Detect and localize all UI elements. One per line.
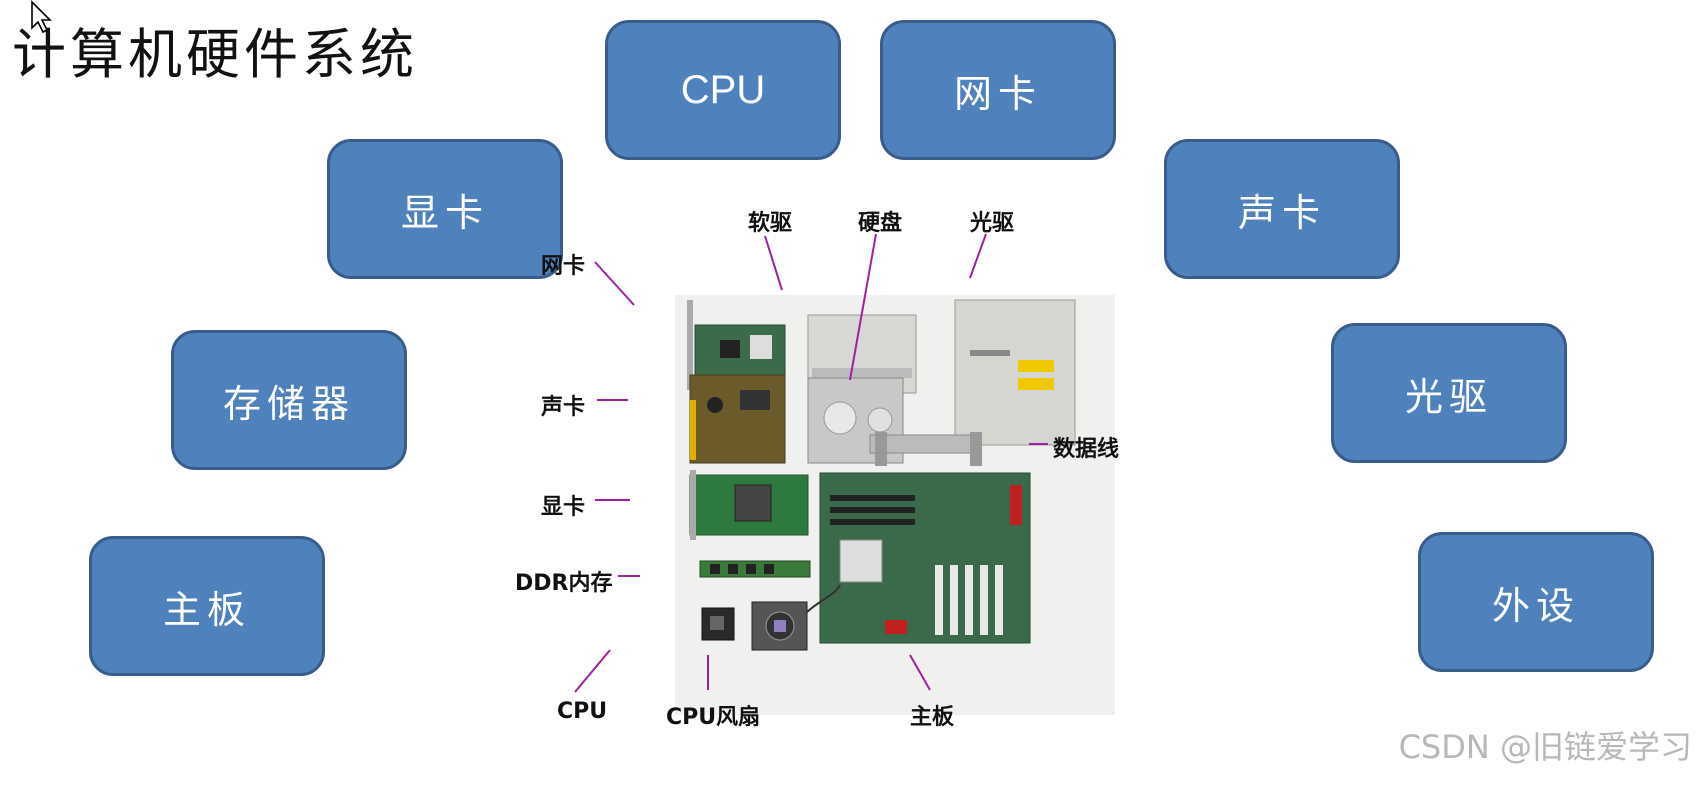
label-graphics-card: 显卡 xyxy=(541,495,586,520)
cpu-box: CPU xyxy=(605,20,841,160)
sound-card-box: 声卡 xyxy=(1164,139,1400,279)
motherboard-box: 主板 xyxy=(89,536,325,676)
label-hard-disk: 硬盘 xyxy=(858,211,903,236)
label-cpu-fan: CPU风扇 xyxy=(666,705,761,730)
label-optical-drive: 光驱 xyxy=(970,211,1015,236)
label-ddr-memory: DDR内存 xyxy=(515,571,613,596)
mouse-cursor-icon xyxy=(31,0,52,34)
graphics-card-box: 显卡 xyxy=(327,139,563,279)
cpu-fan-icon xyxy=(751,584,841,651)
graphics-card-icon xyxy=(689,470,809,540)
page-title: 计算机硬件系统 xyxy=(12,23,418,86)
network-card-box: 网卡 xyxy=(880,20,1116,160)
optical-drive-box: 光驱 xyxy=(1331,323,1567,463)
ddr-memory-icon xyxy=(699,560,811,578)
leader-lines xyxy=(574,233,1048,693)
label-motherboard: 主板 xyxy=(910,705,955,730)
hardware-components-photo xyxy=(574,233,1115,715)
csdn-watermark: CSDN @旧链爱学习 xyxy=(1398,728,1692,766)
label-sound-card: 声卡 xyxy=(541,395,586,420)
hard-disk-icon xyxy=(807,377,904,464)
data-cable-icon xyxy=(869,432,982,466)
storage-box: 存储器 xyxy=(171,330,407,470)
sound-card-icon xyxy=(689,374,786,464)
peripherals-box: 外设 xyxy=(1418,532,1654,672)
label-floppy-drive: 软驱 xyxy=(748,211,793,236)
cpu-chip-icon xyxy=(701,607,735,641)
motherboard-icon xyxy=(819,472,1031,644)
label-network-card: 网卡 xyxy=(541,254,586,279)
label-data-cable: 数据线 xyxy=(1053,437,1120,462)
label-cpu: CPU xyxy=(557,699,608,724)
optical-drive-icon xyxy=(954,299,1076,446)
